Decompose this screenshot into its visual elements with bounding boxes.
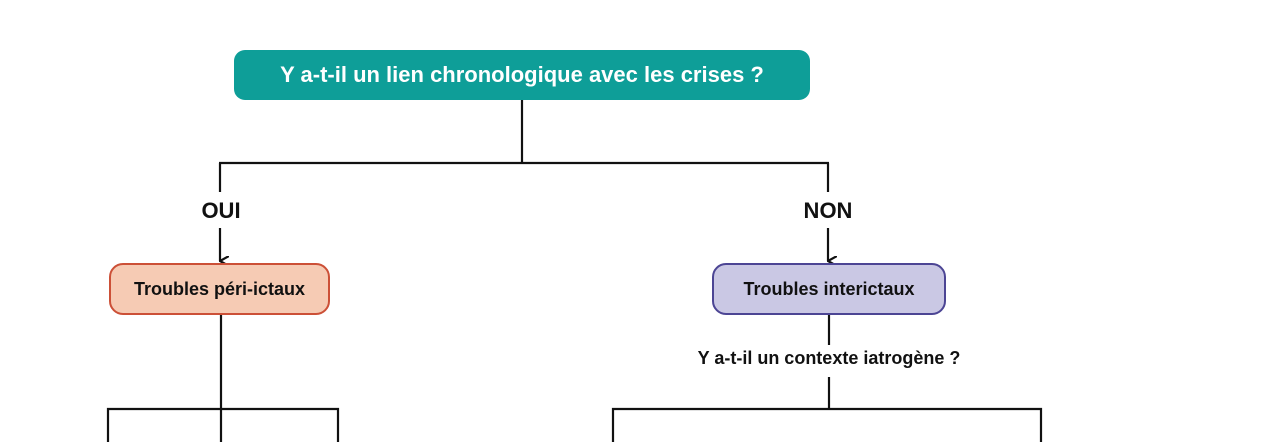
branch-label-no: NON bbox=[801, 198, 855, 224]
root-question-box: Y a-t-il un lien chronologique avec les … bbox=[234, 50, 810, 100]
iatrogenic-question: Y a-t-il un contexte iatrogène ? bbox=[694, 348, 964, 369]
inter-split-line bbox=[611, 407, 1043, 442]
branch-label-yes: OUI bbox=[199, 198, 243, 224]
peri-ictal-box: Troubles péri-ictaux bbox=[109, 263, 330, 315]
interictal-box: Troubles interictaux bbox=[712, 263, 946, 315]
peri-split-line bbox=[106, 407, 340, 442]
